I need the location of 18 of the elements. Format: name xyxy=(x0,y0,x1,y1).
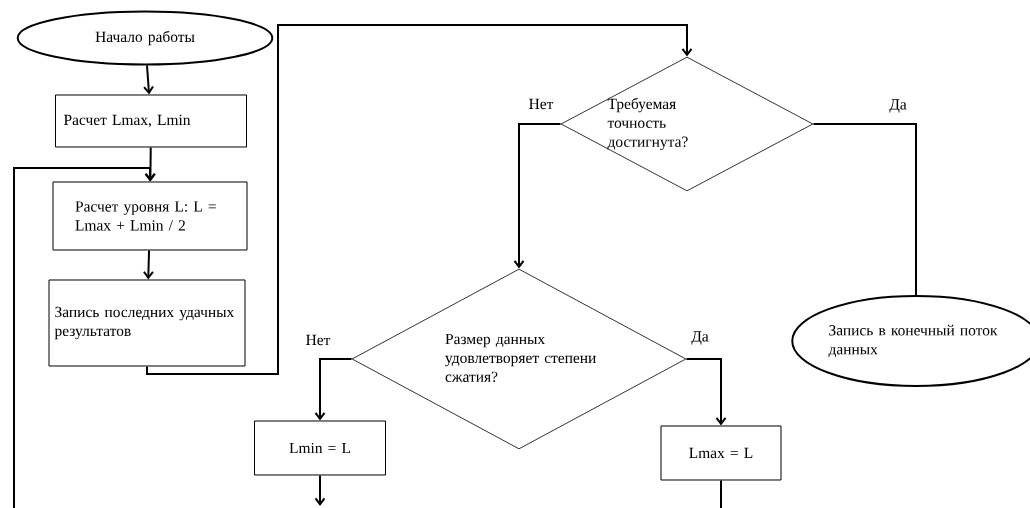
process-box: Расчет уровня L: L = Lmax + Lmin / 2 xyxy=(52,181,248,251)
process-box: Lmax = L xyxy=(660,425,782,481)
arrow xyxy=(13,167,156,508)
edge-label: Да xyxy=(888,98,908,114)
process-box: Запись последних удачных результатов xyxy=(48,279,246,367)
arrow xyxy=(314,358,353,421)
arrow xyxy=(685,358,727,426)
arrow xyxy=(142,249,154,280)
process-box: Lmin = L xyxy=(254,420,386,476)
edge-label: Да xyxy=(690,330,710,346)
edge-label: Нет xyxy=(304,333,332,347)
arrow xyxy=(314,474,326,506)
arrow xyxy=(513,123,562,269)
arrow xyxy=(144,146,156,182)
arrow xyxy=(146,24,693,375)
arrow xyxy=(143,64,155,95)
edge-label: Нет xyxy=(527,97,555,111)
process-box: Расчет Lmax, Lmin xyxy=(55,94,247,148)
